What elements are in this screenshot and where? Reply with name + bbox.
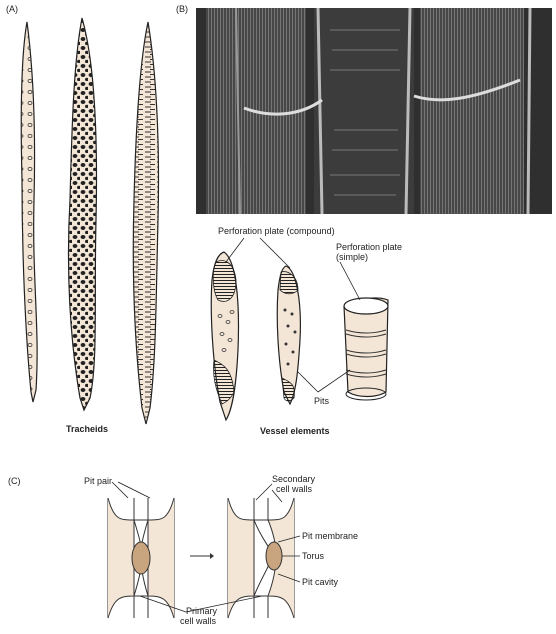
vessel-element-1 [211, 252, 238, 420]
label-primary-walls-2: cell walls [180, 616, 216, 626]
label-perforation-plate-simple-2: (simple) [336, 252, 368, 262]
label-pit-cavity: Pit cavity [302, 577, 338, 587]
label-secondary-walls-2: cell walls [276, 484, 312, 494]
label-perforation-plate-simple-1: Perforation plate [336, 242, 402, 252]
vessel-micrograph [196, 8, 552, 214]
vessel-element-3 [344, 298, 388, 400]
label-torus: Torus [302, 551, 324, 561]
vessel-element-2 [277, 266, 300, 404]
tracheids-caption: Tracheids [66, 424, 108, 434]
pit-pair-aspirated [228, 498, 294, 618]
label-perforation-plate-compound: Perforation plate (compound) [218, 226, 335, 236]
vessel-elements-caption: Vessel elements [260, 426, 330, 436]
label-secondary-walls-1: Secondary [272, 474, 315, 484]
tracheid-1 [21, 22, 37, 402]
label-primary-walls-1: Primary [186, 606, 217, 616]
tracheid-3 [133, 22, 158, 424]
pit-pair-open [108, 498, 174, 618]
transition-arrow-head [210, 553, 214, 559]
tracheid-2 [68, 18, 96, 410]
label-pit-membrane: Pit membrane [302, 531, 358, 541]
label-pit-pair: Pit pair [84, 476, 112, 486]
label-pits: Pits [314, 396, 329, 406]
